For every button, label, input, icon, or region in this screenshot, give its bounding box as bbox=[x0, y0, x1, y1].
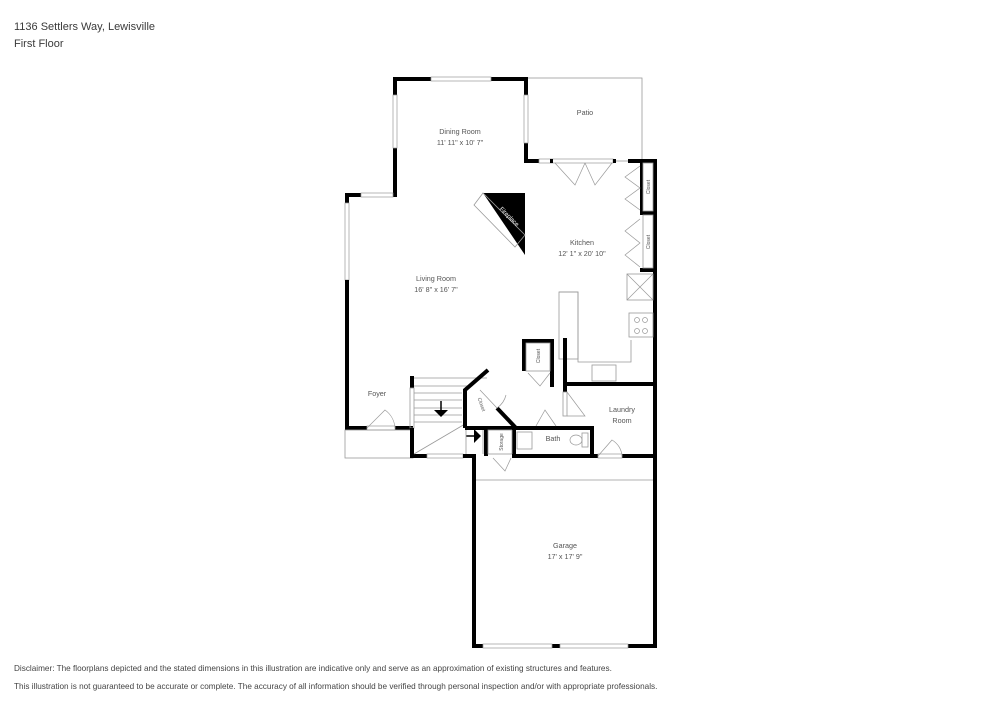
garage-name: Garage bbox=[553, 541, 577, 550]
bath-name: Bath bbox=[546, 434, 561, 443]
kitchen-name: Kitchen bbox=[570, 238, 594, 247]
laundry-name-2: Room bbox=[612, 416, 631, 425]
bath bbox=[512, 409, 594, 458]
stairs bbox=[409, 376, 487, 459]
living-room-dims: 16' 8" x 16' 7" bbox=[414, 285, 458, 294]
patio-name: Patio bbox=[577, 108, 593, 117]
kitchen-dims: 12' 1" x 20' 10" bbox=[558, 249, 606, 258]
garage-dims: 17' x 17' 9" bbox=[548, 552, 583, 561]
property-address: 1136 Settlers Way, Lewisville bbox=[14, 21, 156, 33]
disclaimer-line-1: Disclaimer: The floorplans depicted and … bbox=[14, 664, 612, 673]
kitchen-closet bbox=[522, 339, 554, 387]
patio-outline bbox=[524, 77, 643, 162]
closet-label-1: Closet bbox=[646, 179, 652, 194]
floor-label: First Floor bbox=[14, 38, 64, 50]
dining-room-dims: 11' 11" x 10' 7" bbox=[437, 138, 484, 147]
stair-closet-label: Closet bbox=[476, 397, 487, 413]
kitchen-walls bbox=[538, 158, 657, 386]
stair-closet: Closet bbox=[463, 368, 518, 430]
storage-label: Storage bbox=[499, 433, 505, 451]
closet-label-3: Closet bbox=[536, 348, 542, 363]
foyer-name: Foyer bbox=[368, 389, 387, 398]
disclaimer-line-2: This illustration is not guaranteed to b… bbox=[14, 682, 658, 691]
living-room-name: Living Room bbox=[416, 274, 456, 283]
closet-label-2: Closet bbox=[646, 234, 652, 249]
fireplace: Fireplace bbox=[473, 192, 526, 255]
laundry-name: Laundry bbox=[609, 405, 635, 414]
living-room-walls bbox=[344, 192, 414, 459]
garage bbox=[472, 454, 657, 649]
laundry-room bbox=[562, 385, 657, 459]
dining-room-walls bbox=[392, 76, 539, 197]
dining-room-name: Dining Room bbox=[439, 127, 481, 136]
storage: Storage bbox=[484, 426, 516, 472]
